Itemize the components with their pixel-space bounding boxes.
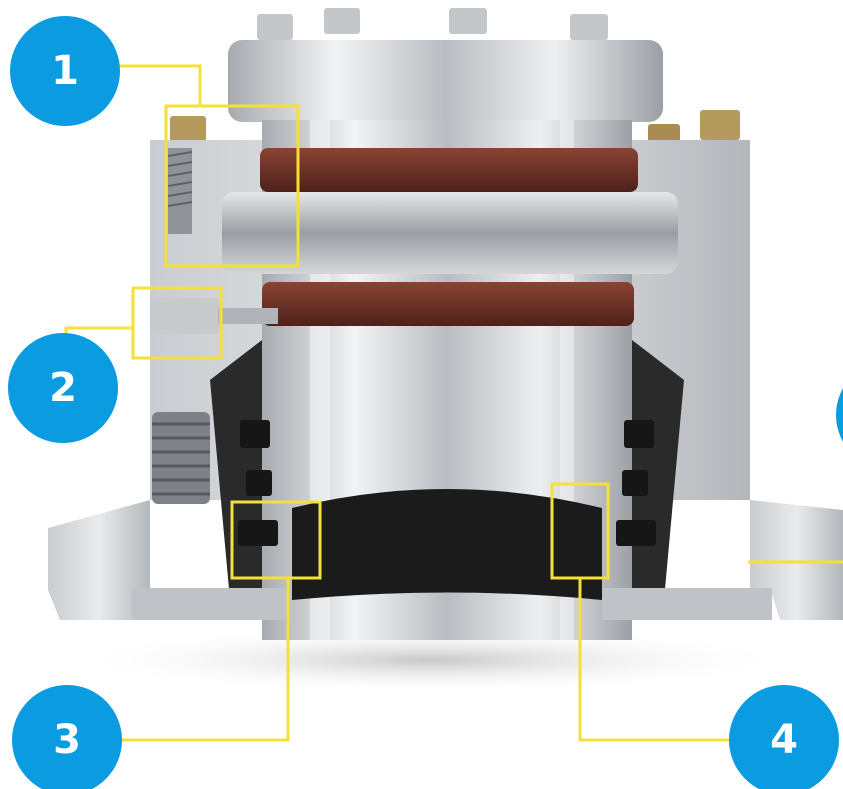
leader-line-4	[578, 578, 729, 742]
leader-line-3	[120, 578, 290, 742]
highlight-box-2	[131, 286, 223, 360]
top-cap	[228, 40, 663, 122]
leader-line-1	[118, 64, 202, 106]
callout-number-3: 3	[53, 717, 81, 763]
port-plug	[150, 298, 220, 334]
callout-badge-2: 2	[8, 333, 118, 443]
bottom-sleeve-bowl	[292, 489, 602, 600]
upper-seal-face	[260, 148, 638, 192]
threaded-fitting	[152, 412, 210, 504]
cap-bolts	[257, 8, 608, 40]
callout-badge-partial	[836, 360, 843, 470]
right-flange	[750, 500, 843, 620]
callout-number-4: 4	[770, 717, 798, 763]
threaded-stud	[168, 148, 192, 234]
callout-leaders	[64, 64, 843, 742]
lower-seal-face	[262, 282, 634, 326]
callout-badge-3: 3	[12, 685, 122, 789]
bearing-ring	[222, 192, 678, 274]
callout-number-2: 2	[49, 365, 77, 411]
highlight-box-3	[230, 500, 322, 580]
callout-badge-1: 1	[10, 16, 120, 126]
callout-badge-4: 4	[729, 685, 839, 789]
left-flange	[48, 500, 150, 620]
highlight-box-1	[164, 104, 300, 268]
callout-number-1: 1	[51, 48, 79, 94]
ground-shadow	[70, 626, 790, 694]
